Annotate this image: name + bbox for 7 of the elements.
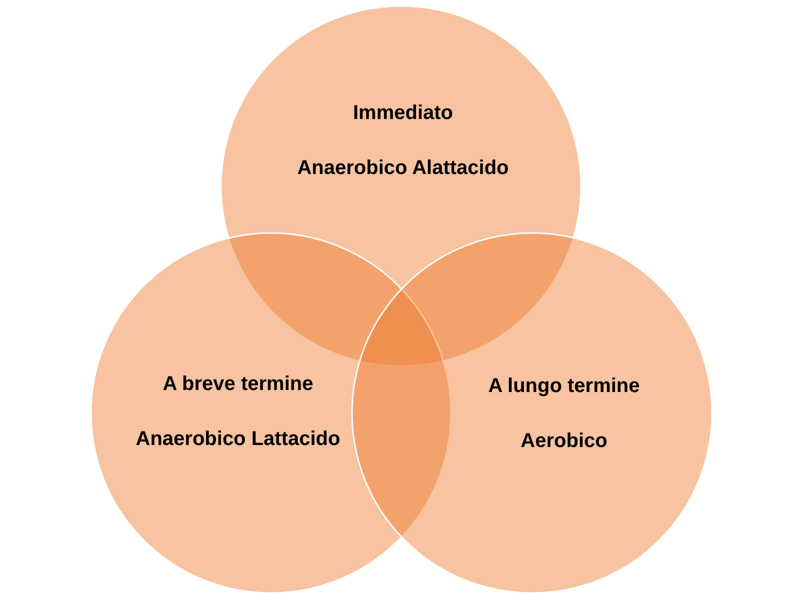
venn-circle	[351, 232, 713, 594]
circle-title: A lungo termine	[488, 374, 640, 398]
circle-subtitle: Aerobico	[520, 429, 608, 453]
circle-title: Immediato	[352, 101, 454, 125]
circle-title: A breve termine	[162, 372, 314, 396]
circle-subtitle: Anaerobico Alattacido	[297, 156, 509, 180]
circle-subtitle: Anaerobico Lattacido	[136, 427, 340, 451]
